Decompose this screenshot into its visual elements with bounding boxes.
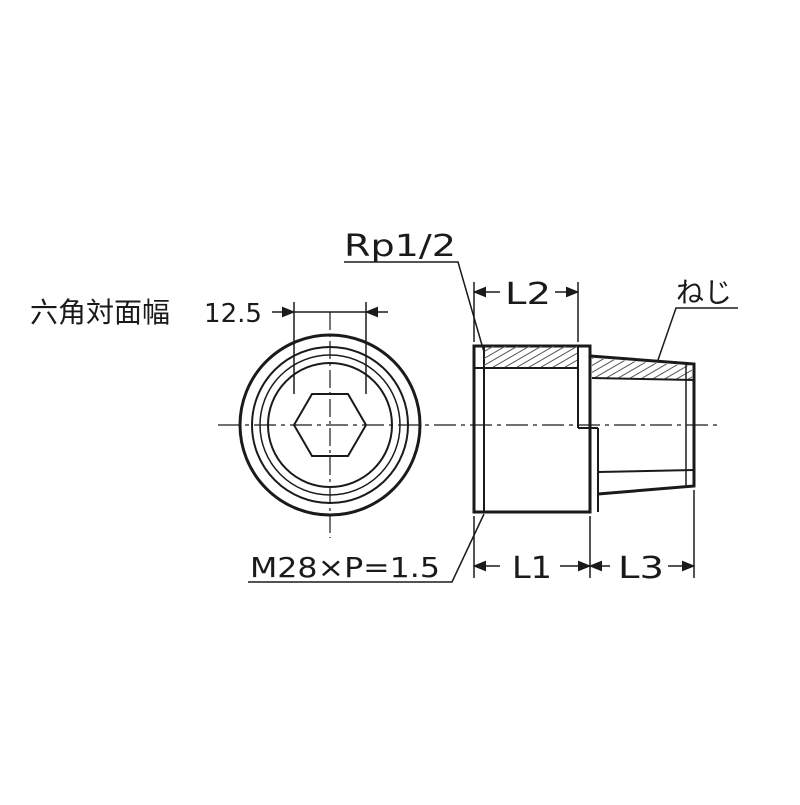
- leader-lines: [248, 261, 738, 583]
- female-thread-hatch: [484, 346, 578, 368]
- rp-leader: [344, 261, 485, 353]
- side-view: [472, 344, 696, 514]
- l1-label: L1: [512, 551, 552, 586]
- l2-label: L2: [505, 277, 551, 312]
- outer-thread-label: M28×P=1.5: [250, 551, 440, 584]
- hex-width-dimension: [272, 302, 388, 394]
- hex-across-flats-label: 六角対面幅: [30, 296, 170, 329]
- l2-dimension: [472, 282, 580, 342]
- rp-thread-label: Rp1/2: [344, 229, 456, 264]
- hex-dimension-value: 12.5: [204, 299, 262, 329]
- tapered-thread-hatch: [592, 358, 692, 380]
- body-outline: [472, 344, 592, 514]
- thread-label: ねじ: [676, 276, 732, 309]
- l3-label: L3: [618, 551, 664, 586]
- l1-l3-dimension: [472, 490, 696, 578]
- m28-leader: [248, 513, 485, 583]
- thread-leader: [657, 307, 738, 361]
